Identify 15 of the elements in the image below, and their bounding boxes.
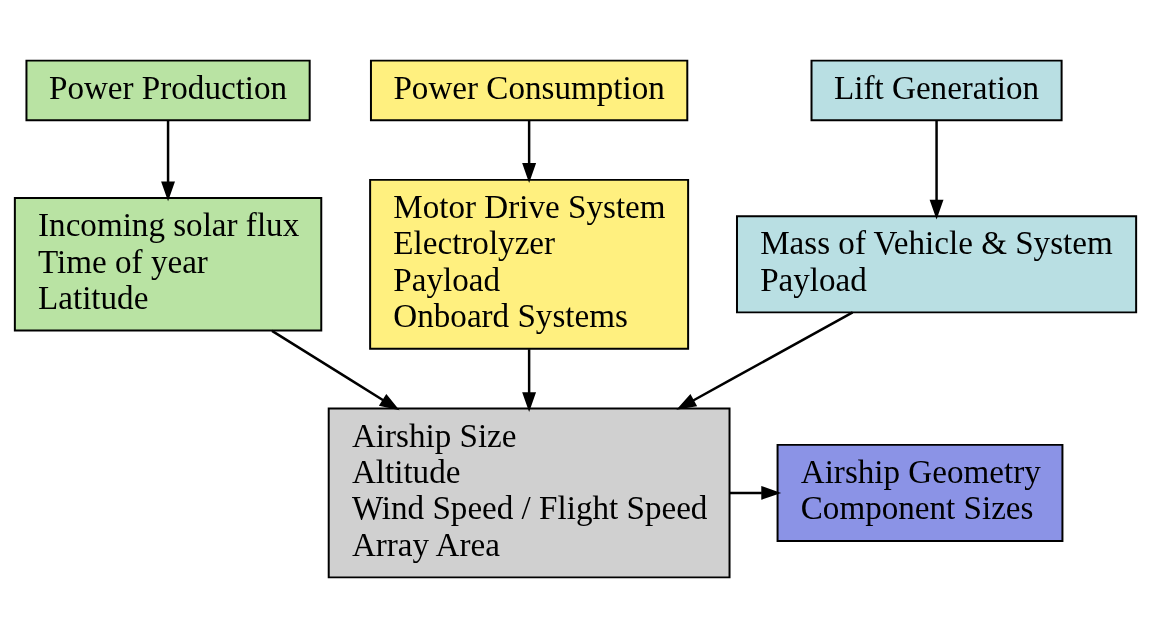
arrow <box>929 119 944 220</box>
arrow <box>729 485 782 500</box>
node-box: Airship Size Altitude Wind Speed / Flight Speed Array Area <box>327 406 731 578</box>
arrow <box>676 310 854 410</box>
node-box: Power Production <box>25 59 311 121</box>
node-box: Motor Drive System Electrolyzer Payload Onboard Systems <box>369 178 690 350</box>
arrow <box>271 329 400 410</box>
arrow <box>522 119 537 183</box>
arrow <box>161 119 176 201</box>
arrow <box>522 348 537 412</box>
node-box: Airship Geometry Component Sizes <box>776 443 1064 542</box>
node-box: Incoming solar flux Time of year Latitude <box>13 196 323 332</box>
node-box: Mass of Vehicle & System Payload <box>736 214 1138 313</box>
node-box: Lift Generation <box>810 59 1063 121</box>
node-box: Power Consumption <box>369 59 689 121</box>
